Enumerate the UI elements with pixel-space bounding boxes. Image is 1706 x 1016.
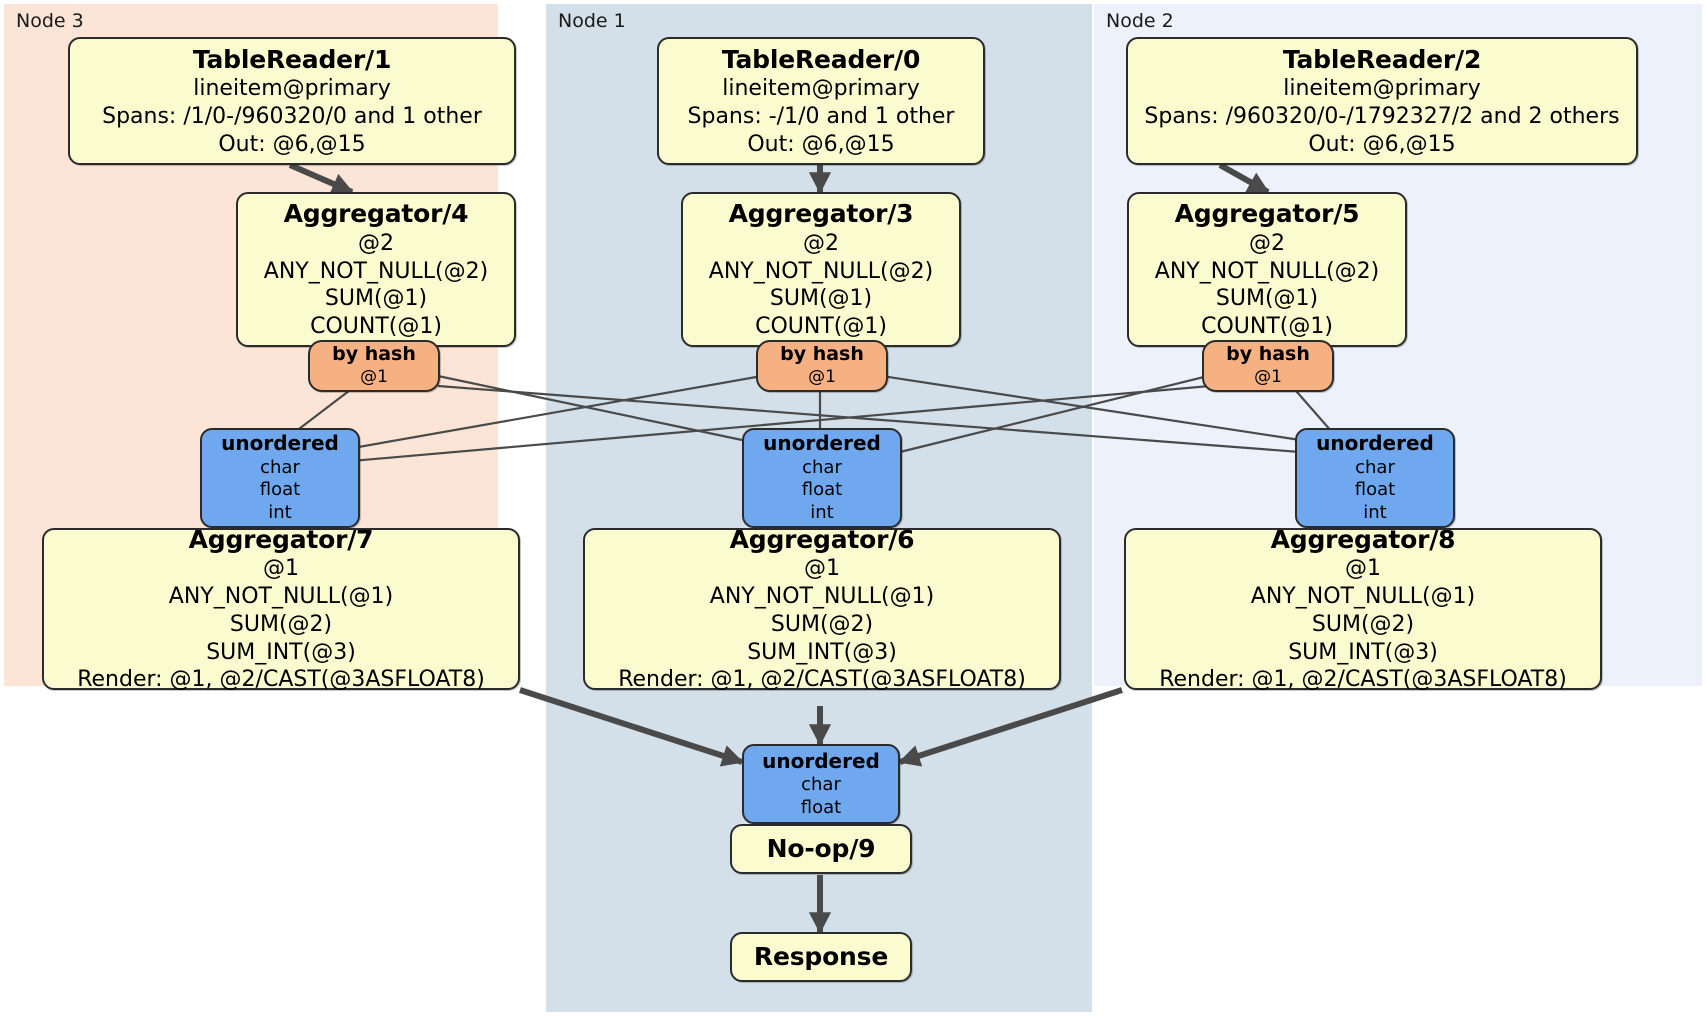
processor-detail-line: SUM(@2) (770, 611, 874, 637)
processor-detail-line: Out: @6,@15 (1308, 131, 1456, 157)
processor-detail-line: lineitem@primary (193, 76, 391, 102)
router-title: by hash (332, 343, 416, 366)
router-by-hash-right[interactable]: by hash @1 (1202, 340, 1334, 392)
processor-detail-line: Spans: /960320/0-/1792327/2 and 2 others (1144, 103, 1620, 129)
processor-render-line: Render: @1, @2/CAST(@3ASFLOAT8) (1159, 667, 1567, 693)
processor-detail-line: ANY_NOT_NULL(@2) (1154, 258, 1380, 284)
router-title: by hash (780, 343, 864, 366)
processor-render-line: Render: @1, @2/CAST(@3ASFLOAT8) (77, 667, 485, 693)
router-title: by hash (1226, 343, 1310, 366)
processor-detail-line: Out: @6,@15 (218, 131, 366, 157)
router-detail-line: char (1355, 456, 1395, 478)
processor-tablereader-0[interactable]: TableReader/0 lineitem@primary Spans: -/… (657, 37, 985, 165)
processor-detail-line: ANY_NOT_NULL(@1) (168, 584, 394, 610)
processor-detail-line: @1 (1345, 556, 1381, 582)
processor-detail-line: SUM(@1) (1215, 286, 1319, 312)
router-detail-line: float (800, 796, 842, 818)
processor-detail-line: COUNT(@1) (755, 313, 887, 339)
router-detail-line: @1 (360, 367, 388, 388)
processor-detail-line: lineitem@primary (1283, 76, 1481, 102)
router-unordered-mid[interactable]: unordered char float int (742, 428, 902, 528)
processor-title: Aggregator/3 (728, 199, 914, 229)
processor-detail-line: SUM(@2) (1311, 611, 1415, 637)
router-detail-line: char (802, 456, 842, 478)
processor-detail-line: ANY_NOT_NULL(@2) (708, 258, 934, 284)
processor-tablereader-2[interactable]: TableReader/2 lineitem@primary Spans: /9… (1126, 37, 1638, 165)
processor-aggregator-6[interactable]: Aggregator/6 @1 ANY_NOT_NULL(@1) SUM(@2)… (583, 525, 1061, 692)
processor-title: Aggregator/7 (188, 524, 374, 554)
processor-detail-line: SUM(@2) (229, 611, 333, 637)
processor-detail-line: SUM_INT(@3) (1288, 639, 1438, 665)
router-detail-line: int (268, 501, 292, 523)
router-detail-line: char (801, 773, 841, 795)
cluster-node-3-label: Node 3 (16, 10, 84, 32)
processor-detail-line: @2 (1249, 230, 1285, 256)
processor-aggregator-3[interactable]: Aggregator/3 @2 ANY_NOT_NULL(@2) SUM(@1)… (681, 192, 961, 347)
processor-detail-line: SUM(@1) (324, 286, 428, 312)
router-detail-line: int (1363, 501, 1387, 523)
processor-detail-line: Spans: /1/0-/960320/0 and 1 other (102, 103, 482, 129)
router-title: unordered (1316, 431, 1434, 456)
router-detail-line: char (260, 456, 300, 478)
processor-aggregator-8[interactable]: Aggregator/8 @1 ANY_NOT_NULL(@1) SUM(@2)… (1124, 525, 1602, 692)
processor-detail-line: SUM(@1) (769, 286, 873, 312)
processor-title: No-op/9 (766, 834, 876, 864)
processor-title: Aggregator/5 (1174, 199, 1360, 229)
processor-aggregator-7[interactable]: Aggregator/7 @1 ANY_NOT_NULL(@1) SUM(@2)… (42, 525, 520, 692)
router-detail-line: float (1354, 479, 1396, 501)
router-title: unordered (763, 431, 881, 456)
processor-tablereader-1[interactable]: TableReader/1 lineitem@primary Spans: /1… (68, 37, 516, 165)
processor-detail-line: COUNT(@1) (1201, 313, 1333, 339)
processor-title: TableReader/2 (1282, 44, 1482, 74)
processor-aggregator-4[interactable]: Aggregator/4 @2 ANY_NOT_NULL(@2) SUM(@1)… (236, 192, 516, 347)
processor-detail-line: SUM_INT(@3) (206, 639, 356, 665)
processor-title: Aggregator/8 (1270, 524, 1456, 554)
processor-detail-line: COUNT(@1) (310, 313, 442, 339)
processor-detail-line: ANY_NOT_NULL(@1) (1250, 584, 1476, 610)
processor-title: TableReader/0 (721, 44, 921, 74)
processor-detail-line: SUM_INT(@3) (747, 639, 897, 665)
processor-detail-line: Spans: -/1/0 and 1 other (687, 103, 955, 129)
router-title: unordered (221, 431, 339, 456)
processor-aggregator-5[interactable]: Aggregator/5 @2 ANY_NOT_NULL(@2) SUM(@1)… (1127, 192, 1407, 347)
router-detail-line: float (801, 479, 843, 501)
processor-title: TableReader/1 (192, 44, 392, 74)
processor-render-line: Render: @1, @2/CAST(@3ASFLOAT8) (618, 667, 1026, 693)
processor-detail-line: @1 (804, 556, 840, 582)
router-unordered-final[interactable]: unordered char float (742, 744, 900, 824)
processor-detail-line: lineitem@primary (722, 76, 920, 102)
router-detail-line: float (259, 479, 301, 501)
processor-noop-9[interactable]: No-op/9 (730, 824, 912, 874)
processor-title: Response (753, 942, 889, 972)
processor-response[interactable]: Response (730, 932, 912, 982)
processor-detail-line: ANY_NOT_NULL(@2) (263, 258, 489, 284)
router-unordered-right[interactable]: unordered char float int (1295, 428, 1455, 528)
router-unordered-left[interactable]: unordered char float int (200, 428, 360, 528)
router-detail-line: @1 (1254, 367, 1282, 388)
processor-title: Aggregator/6 (729, 524, 915, 554)
processor-detail-line: @2 (358, 230, 394, 256)
processor-detail-line: Out: @6,@15 (747, 131, 895, 157)
processor-title: Aggregator/4 (283, 199, 469, 229)
router-by-hash-mid[interactable]: by hash @1 (756, 340, 888, 392)
cluster-node-2-label: Node 2 (1106, 10, 1174, 32)
processor-detail-line: @2 (803, 230, 839, 256)
router-detail-line: @1 (808, 367, 836, 388)
cluster-node-1-label: Node 1 (558, 10, 626, 32)
processor-detail-line: @1 (263, 556, 299, 582)
router-title: unordered (762, 748, 880, 773)
router-by-hash-left[interactable]: by hash @1 (308, 340, 440, 392)
processor-detail-line: ANY_NOT_NULL(@1) (709, 584, 935, 610)
router-detail-line: int (810, 501, 834, 523)
